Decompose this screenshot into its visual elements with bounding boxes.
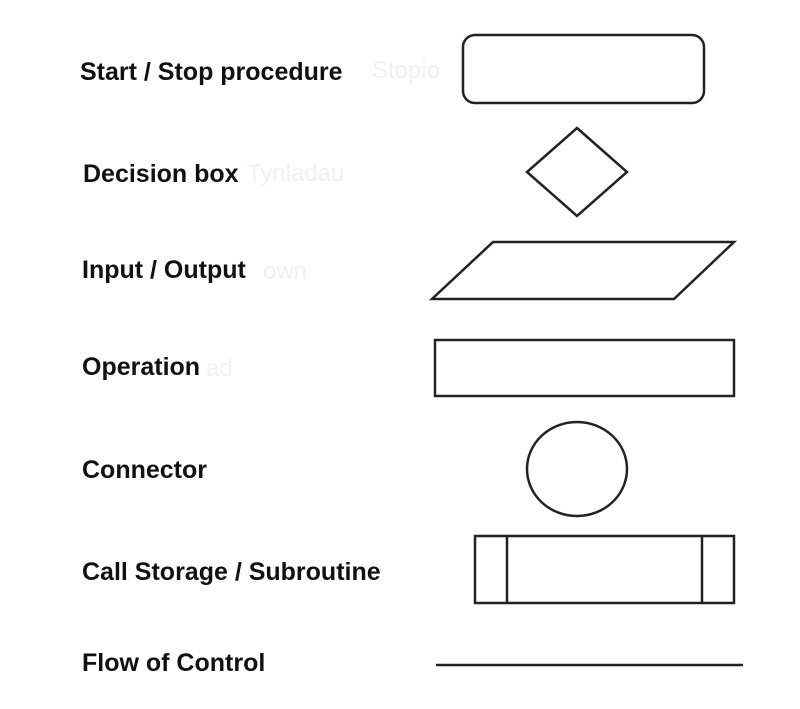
watermark-text: Tynladau (247, 160, 345, 187)
operation-rectangle-shape (433, 338, 736, 398)
subroutine-box-shape (473, 534, 736, 605)
label-decision-box: Decision box (83, 160, 239, 188)
decision-diamond-shape (525, 126, 629, 218)
watermark-text: own (263, 258, 308, 285)
connector-circle-shape (525, 420, 629, 518)
label-input-output: Input / Output (82, 256, 246, 284)
label-flow-of-control: Flow of Control (82, 649, 266, 677)
watermark-text: ad (206, 355, 233, 382)
subroutine-outer-rect (473, 534, 736, 605)
label-call-storage-subroutine: Call Storage / Subroutine (82, 558, 381, 586)
start-stop-shape (461, 33, 706, 105)
label-operation: Operation (82, 353, 201, 381)
label-connector: Connector (82, 456, 207, 484)
watermark-text: Stopio (372, 57, 441, 84)
input-output-parallelogram-shape (428, 240, 738, 301)
label-start-stop: Start / Stop procedure (80, 58, 343, 86)
